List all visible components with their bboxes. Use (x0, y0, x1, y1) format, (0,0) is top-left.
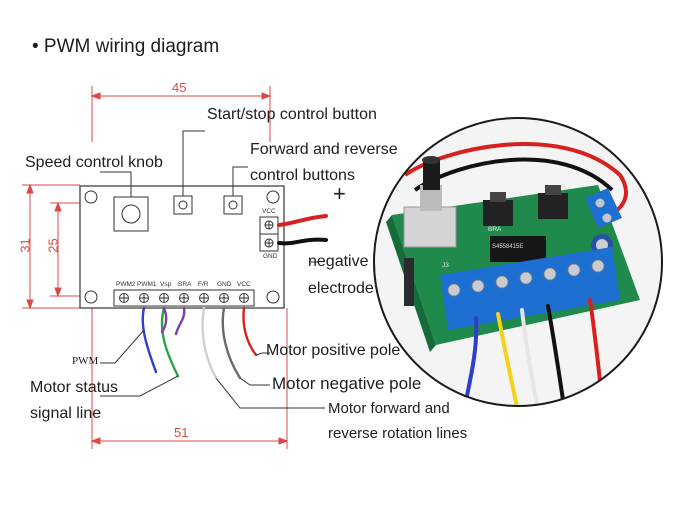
callout-pwm: PWM (72, 355, 99, 367)
pin-label-pwm1: PWM1 (137, 281, 157, 288)
power-wires (277, 214, 328, 246)
dim-left-inner: 25 (45, 238, 61, 253)
callout-status-1: Motor status (30, 379, 119, 396)
leader-lines (100, 130, 325, 409)
callout-status-2: signal line (30, 405, 102, 422)
callout-motor-negative: Motor negative pole (272, 374, 422, 393)
callout-speed-knob: Speed control knob (25, 154, 163, 171)
callout-fwd-rev-buttons-2: control buttons (250, 167, 355, 184)
pin-label-vsp: Vsp (160, 281, 172, 288)
photo-label-bra: BRA (488, 226, 502, 233)
pin-label-vcc: VCC (237, 281, 251, 288)
dimension-lines (22, 86, 289, 449)
callout-start-stop: Start/stop control button (207, 106, 377, 123)
pin-label-bra: BRA (178, 281, 192, 288)
board-outline (79, 185, 285, 309)
dim-bottom-width: 51 (174, 425, 189, 440)
callout-negative-2: electrode (308, 280, 374, 297)
dim-top-width: 45 (172, 80, 187, 95)
photo-label-j3: J3 (442, 262, 449, 269)
photo-screws (447, 259, 605, 297)
photo-label-chip: S4558415E (492, 244, 524, 250)
right-terminal-screws (265, 221, 273, 247)
callout-motor-positive: Motor positive pole (266, 342, 401, 359)
motor-wires (141, 306, 258, 380)
board-label-vcc: VCC (262, 208, 276, 215)
dim-left-outer: 31 (17, 238, 33, 253)
callout-fwd-rev-lines-1: Motor forward and (328, 400, 450, 417)
callout-plus: + (333, 181, 346, 206)
callout-negative-1: negative (308, 253, 369, 270)
page-title: • PWM wiring diagram (32, 36, 220, 57)
callout-fwd-rev-lines-2: reverse rotation lines (328, 425, 468, 442)
board-label-gnd: GND (263, 253, 278, 260)
board-photo (374, 118, 662, 406)
callout-fwd-rev-buttons-1: Forward and reverse (250, 141, 398, 158)
pin-label-gnd: GND (217, 281, 232, 288)
pin-label-fr: F/R (198, 281, 209, 288)
bottom-terminals (119, 293, 249, 303)
pin-label-pwm2: PWM2 (116, 281, 136, 288)
photo-frame (373, 117, 663, 407)
